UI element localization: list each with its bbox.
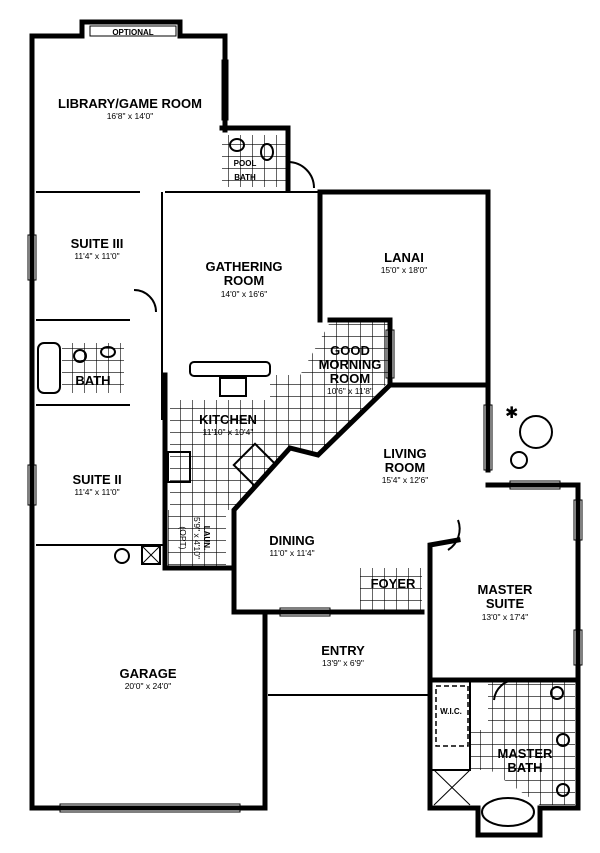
lanai-dims: 15'0" x 18'0" xyxy=(381,265,428,275)
good-morning-name-3: ROOM xyxy=(330,371,370,386)
bath-name: BATH xyxy=(75,373,110,388)
toilet xyxy=(73,349,87,363)
counter xyxy=(189,361,271,377)
master-bath-name-2: BATH xyxy=(507,760,542,775)
sink xyxy=(100,346,116,358)
master-bath-name: MASTER xyxy=(498,746,554,761)
laundry-opt: (OPT) xyxy=(178,526,188,549)
garden-tub xyxy=(481,797,535,827)
suite3-dims: 11'4" x 11'0" xyxy=(74,251,119,261)
range xyxy=(232,442,278,488)
suite2-dims: 11'4" x 11'0" xyxy=(74,487,119,497)
dining-dims: 11'0" x 11'4" xyxy=(269,548,314,558)
walls xyxy=(29,19,581,838)
garage-dims: 20'0" x 24'0" xyxy=(125,681,172,691)
shrub-icon: ✱ xyxy=(505,405,518,422)
wic-name: W.I.C. xyxy=(440,707,462,716)
gathering-name: GATHERING xyxy=(205,259,282,274)
master-suite-name: MASTER xyxy=(478,582,534,597)
fridge xyxy=(167,451,191,483)
living-name-2: ROOM xyxy=(385,460,425,475)
good-morning-dims: 10'6" x 11'8" xyxy=(327,386,373,396)
library-name: LIBRARY/GAME ROOM xyxy=(58,96,202,111)
master-suite-dims: 13'0" x 17'4" xyxy=(482,612,529,622)
good-morning-name-2: MORNING xyxy=(319,357,382,372)
good-morning-name: GOOD xyxy=(330,343,370,358)
kitchen-name: KITCHEN xyxy=(199,412,257,427)
pool-bath-name-2: BATH xyxy=(234,173,256,182)
room-labels: OPTIONAL LIBRARY/GAME ROOM 16'8" x 14'0"… xyxy=(58,28,553,775)
garage-name: GARAGE xyxy=(119,666,176,681)
windows xyxy=(27,25,583,813)
pool-bath-name: POOL xyxy=(234,159,257,168)
foyer-name: FOYER xyxy=(371,576,416,591)
fixtures: ✱ xyxy=(37,138,570,827)
kitchen-sink xyxy=(219,377,247,397)
suite2-name: SUITE II xyxy=(72,472,121,487)
tiled-floors xyxy=(62,135,575,805)
living-name: LIVING xyxy=(383,446,426,461)
optional-label: OPTIONAL xyxy=(112,28,153,37)
kitchen-dims: 11'10" x 10'4" xyxy=(203,427,254,437)
gathering-name-2: ROOM xyxy=(224,273,264,288)
entry-dims: 13'9" x 6'9" xyxy=(322,658,364,668)
lanai-name: LANAI xyxy=(384,250,424,265)
library-dims: 16'8" x 14'0" xyxy=(107,111,154,121)
laundry-name: LAUN. xyxy=(202,526,211,550)
door-swing xyxy=(133,289,157,313)
entry-name: ENTRY xyxy=(321,643,365,658)
bathtub xyxy=(37,342,61,394)
suite3-name: SUITE III xyxy=(71,236,124,251)
master-suite-name-2: SUITE xyxy=(486,596,525,611)
dining-name: DINING xyxy=(269,533,315,548)
living-dims: 15'4" x 12'6" xyxy=(382,475,429,485)
laundry-dims: 5'9" x 4'10" xyxy=(192,517,202,559)
gathering-dims: 14'0" x 16'6" xyxy=(221,289,268,299)
tree xyxy=(519,415,553,449)
